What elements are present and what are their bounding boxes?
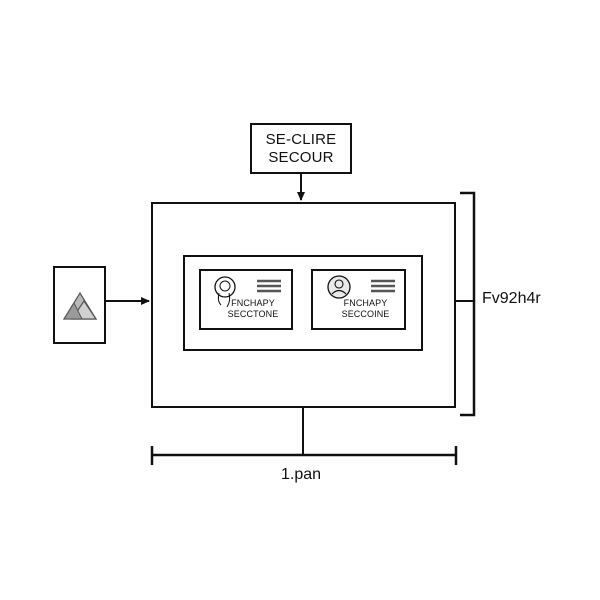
card-2-line-1: FNCHAPY <box>343 298 388 308</box>
lines-icon <box>257 279 281 293</box>
card-1: FNCHAPY SECCTONE <box>199 269 293 330</box>
card-1-line-2: SECCTONE <box>227 309 279 319</box>
right-bracket <box>460 191 476 417</box>
card-1-caption: FNCHAPY SECCTONE <box>209 298 287 320</box>
card-2: FNCHAPY SECCOINE <box>311 269 406 330</box>
card-1-line-1: FNCHAPY <box>231 298 275 308</box>
user-icon <box>327 275 351 299</box>
card-2-caption: FNCHAPY SECCOINE <box>321 298 400 320</box>
card-2-line-2: SECCOINE <box>341 309 390 319</box>
top-box: SE-CLIRE SECOUR <box>250 123 352 174</box>
top-box-line-1: SE-CLIRE <box>265 130 337 148</box>
left-source-box <box>53 266 106 344</box>
mountain-icon <box>62 291 97 320</box>
lines-icon <box>371 279 395 293</box>
top-box-line-2: SECOUR <box>268 148 334 166</box>
dimension-label: 1.pan <box>281 466 322 483</box>
right-bracket-label: Fv92h4r <box>482 290 541 307</box>
face-icon <box>214 276 236 308</box>
